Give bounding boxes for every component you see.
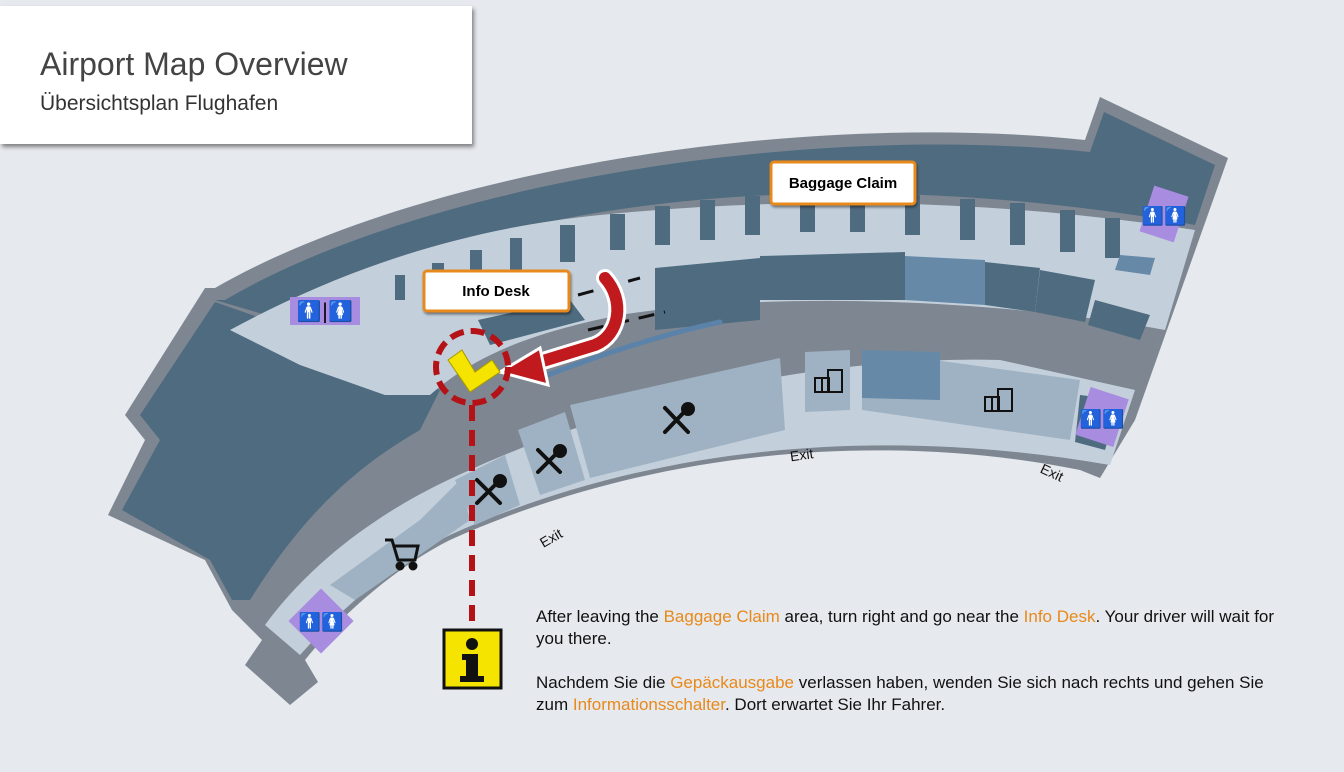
- highlight-info-desk: Info Desk: [1023, 607, 1096, 626]
- title-card: Airport Map Overview Übersichtsplan Flug…: [0, 6, 472, 144]
- route-arrow: [496, 269, 627, 388]
- gift-shop-icon: [984, 388, 1013, 412]
- svg-text:Baggage Claim: Baggage Claim: [789, 175, 897, 192]
- exit-label: Exit: [537, 525, 565, 551]
- text: . Dort erwartet Sie Ihr Fahrer.: [724, 695, 946, 714]
- instructions: After leaving the Baggage Claim area, tu…: [536, 606, 1296, 738]
- baggage-belts: [395, 193, 1120, 300]
- baggage-claim-label: Baggage Claim: [769, 160, 917, 206]
- restroom-icon: 🚹🚺: [288, 588, 354, 654]
- info-desk-shape: [447, 349, 501, 393]
- svg-text:Info Desk: Info Desk: [462, 283, 530, 300]
- svg-text:🚹🚺: 🚹🚺: [299, 611, 344, 633]
- highlight-gepaeckausgabe: Gepäckausgabe: [670, 673, 795, 692]
- shopping-cart-icon: [385, 538, 420, 571]
- text: Nachdem Sie die: [536, 673, 671, 692]
- exit-label: Exit: [789, 445, 814, 464]
- page-title: Airport Map Overview: [40, 46, 348, 82]
- info-desk-label: Info Desk: [422, 269, 571, 313]
- fork-knife-icon: [536, 444, 567, 474]
- walkway-line: [545, 319, 723, 378]
- restroom-icon: 🚹🚺: [1075, 387, 1129, 447]
- landside-band: [265, 359, 1135, 655]
- inner-rooms: [478, 252, 1155, 345]
- text: After leaving the: [536, 607, 664, 626]
- svg-text:🚹|🚺: 🚹|🚺: [297, 299, 354, 323]
- restroom-icon: 🚹🚺: [1139, 185, 1189, 243]
- svg-text:🚹🚺: 🚹🚺: [1080, 408, 1125, 430]
- instructions-de: Nachdem Sie die Gepäckausgabe verlassen …: [536, 672, 1296, 716]
- svg-text:🚹🚺: 🚹🚺: [1142, 205, 1187, 227]
- info-desk-marker: [433, 328, 511, 406]
- fork-knife-icon: [475, 474, 507, 505]
- text: area, turn right and go near the: [779, 607, 1024, 626]
- page-subtitle: Übersichtsplan Flughafen: [40, 92, 279, 115]
- instructions-en: After leaving the Baggage Claim area, tu…: [536, 606, 1296, 650]
- fork-knife-icon: [663, 402, 695, 434]
- gift-shop-icon: [814, 369, 843, 393]
- text: . Your driver will wait for you there.: [536, 607, 1275, 648]
- text: verlassen haben, wenden Sie sich nach re…: [536, 673, 1264, 714]
- airside-band: [215, 112, 1215, 325]
- highlight-informationsschalter: Informationsschalter: [572, 695, 725, 714]
- information-icon: [442, 628, 503, 690]
- highlight-baggage-claim: Baggage Claim: [663, 607, 780, 626]
- restroom-icon: 🚹|🚺: [290, 297, 360, 325]
